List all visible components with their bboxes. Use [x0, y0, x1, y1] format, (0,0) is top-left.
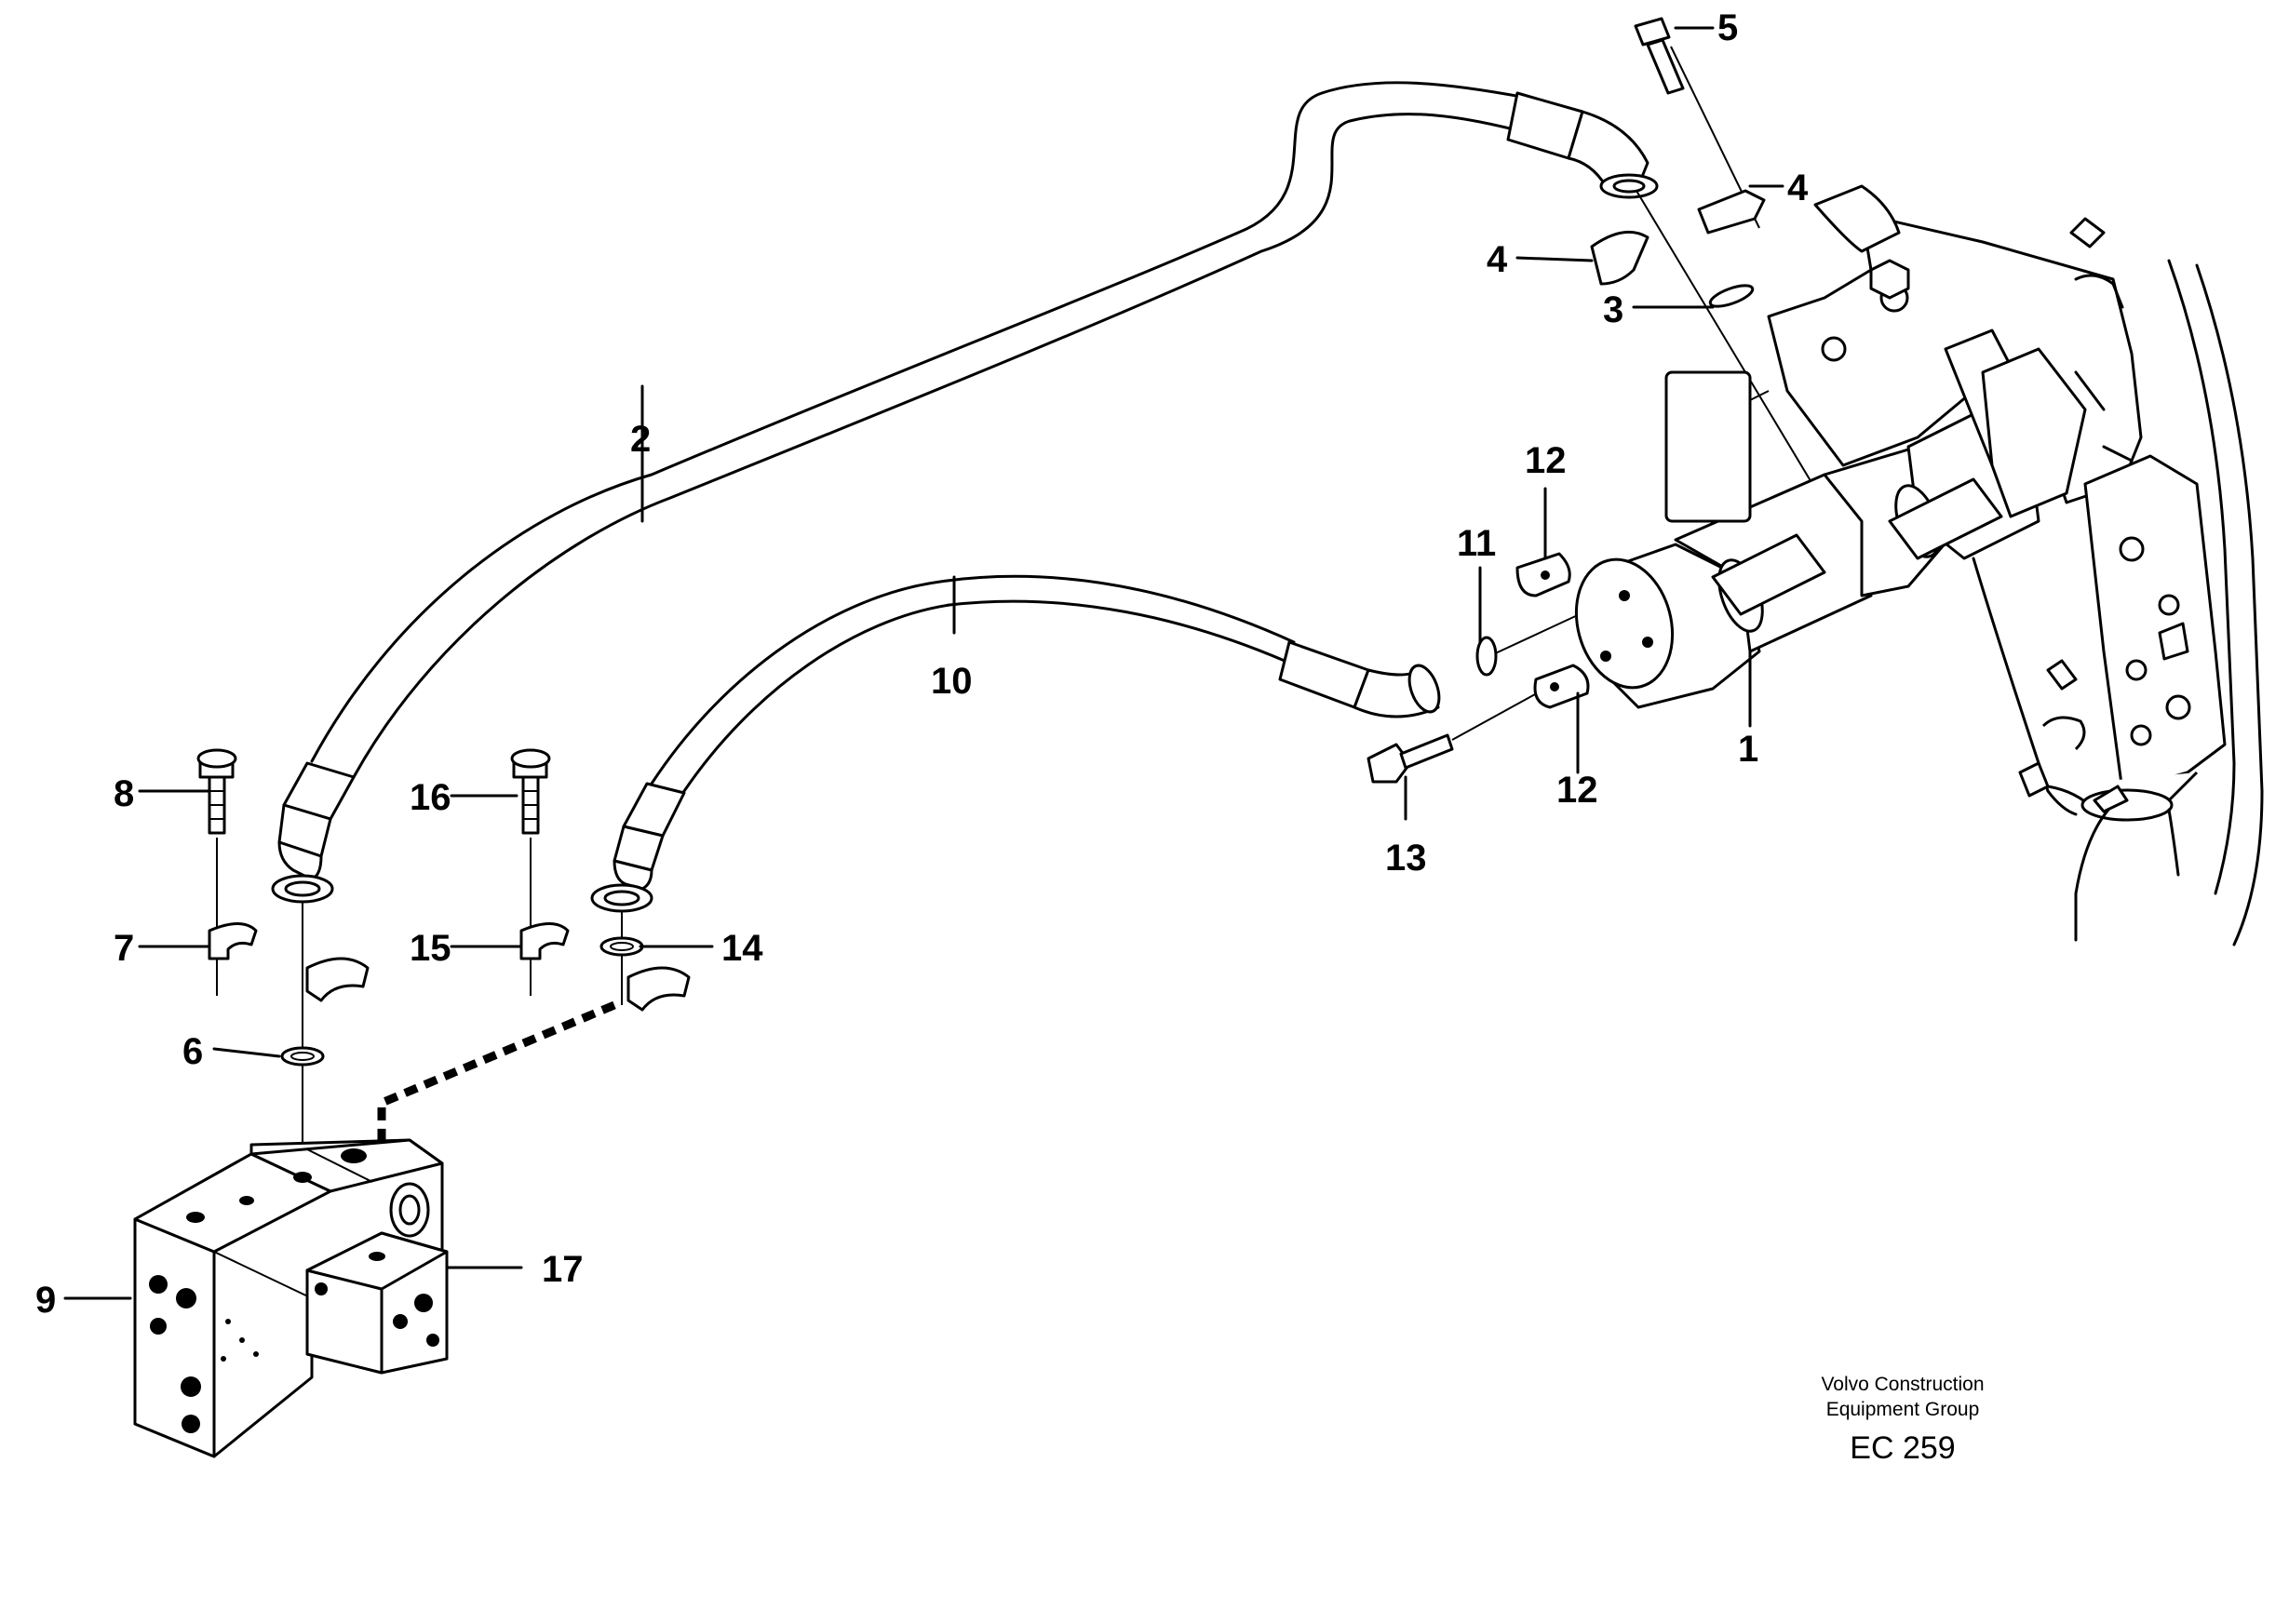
bolt-8 [196, 748, 237, 835]
callout-labels: 1 2 3 4 4 5 6 7 8 9 10 11 12 12 13 14 15… [35, 7, 1809, 1321]
callout-12-bottom: 12 [1556, 770, 1598, 811]
pump-1 [1574, 370, 2040, 709]
clamp-half-right [626, 966, 691, 1012]
caption: Volvo Construction Equipment Group EC 25… [1821, 1374, 1984, 1466]
clamp-7 [208, 922, 258, 960]
callout-8: 8 [114, 773, 134, 814]
callout-10: 10 [931, 661, 973, 702]
bolt-5 [1634, 17, 1685, 95]
callout-13: 13 [1385, 838, 1427, 879]
callout-5: 5 [1717, 7, 1738, 48]
callout-4-left: 4 [1487, 239, 1508, 280]
clamp-12-bottom [1533, 664, 1590, 709]
callout-3: 3 [1603, 289, 1623, 330]
clamp-4-right [1697, 189, 1766, 235]
callout-14: 14 [721, 928, 763, 969]
caption-company-line2: Equipment Group [1826, 1399, 1980, 1420]
o-ring-3 [1708, 284, 1755, 308]
caption-company-line1: Volvo Construction [1821, 1374, 1984, 1395]
callout-6: 6 [182, 1031, 203, 1072]
callout-16: 16 [410, 777, 451, 818]
o-ring-11 [1475, 636, 1498, 677]
caption-doc-code: EC 259 [1850, 1430, 1955, 1466]
transmission-housing [1767, 184, 2264, 946]
callout-11: 11 [1457, 523, 1496, 564]
clamp-15 [519, 922, 570, 960]
callout-2: 2 [630, 419, 651, 460]
callout-17: 17 [542, 1249, 584, 1290]
callout-15: 15 [410, 928, 451, 969]
clamp-4-left [1590, 230, 1649, 286]
hose-2 [271, 81, 1659, 904]
clamp-12-top [1515, 552, 1571, 597]
callout-leaders [63, 26, 1784, 1300]
o-ring-6 [280, 1046, 325, 1067]
valve-block-9 [133, 1138, 444, 1458]
valve-17 [305, 1231, 449, 1375]
callout-9: 9 [35, 1280, 56, 1321]
clamp-half-left [305, 957, 370, 1002]
callout-1: 1 [1738, 729, 1758, 770]
hose-10 [590, 574, 1441, 913]
bolt-16 [510, 748, 551, 835]
callout-7: 7 [114, 928, 134, 969]
o-ring-14 [599, 936, 644, 957]
callout-4-right: 4 [1787, 168, 1809, 208]
bolt-13 [1367, 733, 1454, 784]
callout-12-top: 12 [1525, 440, 1567, 481]
assembly-lines [216, 46, 1816, 1247]
